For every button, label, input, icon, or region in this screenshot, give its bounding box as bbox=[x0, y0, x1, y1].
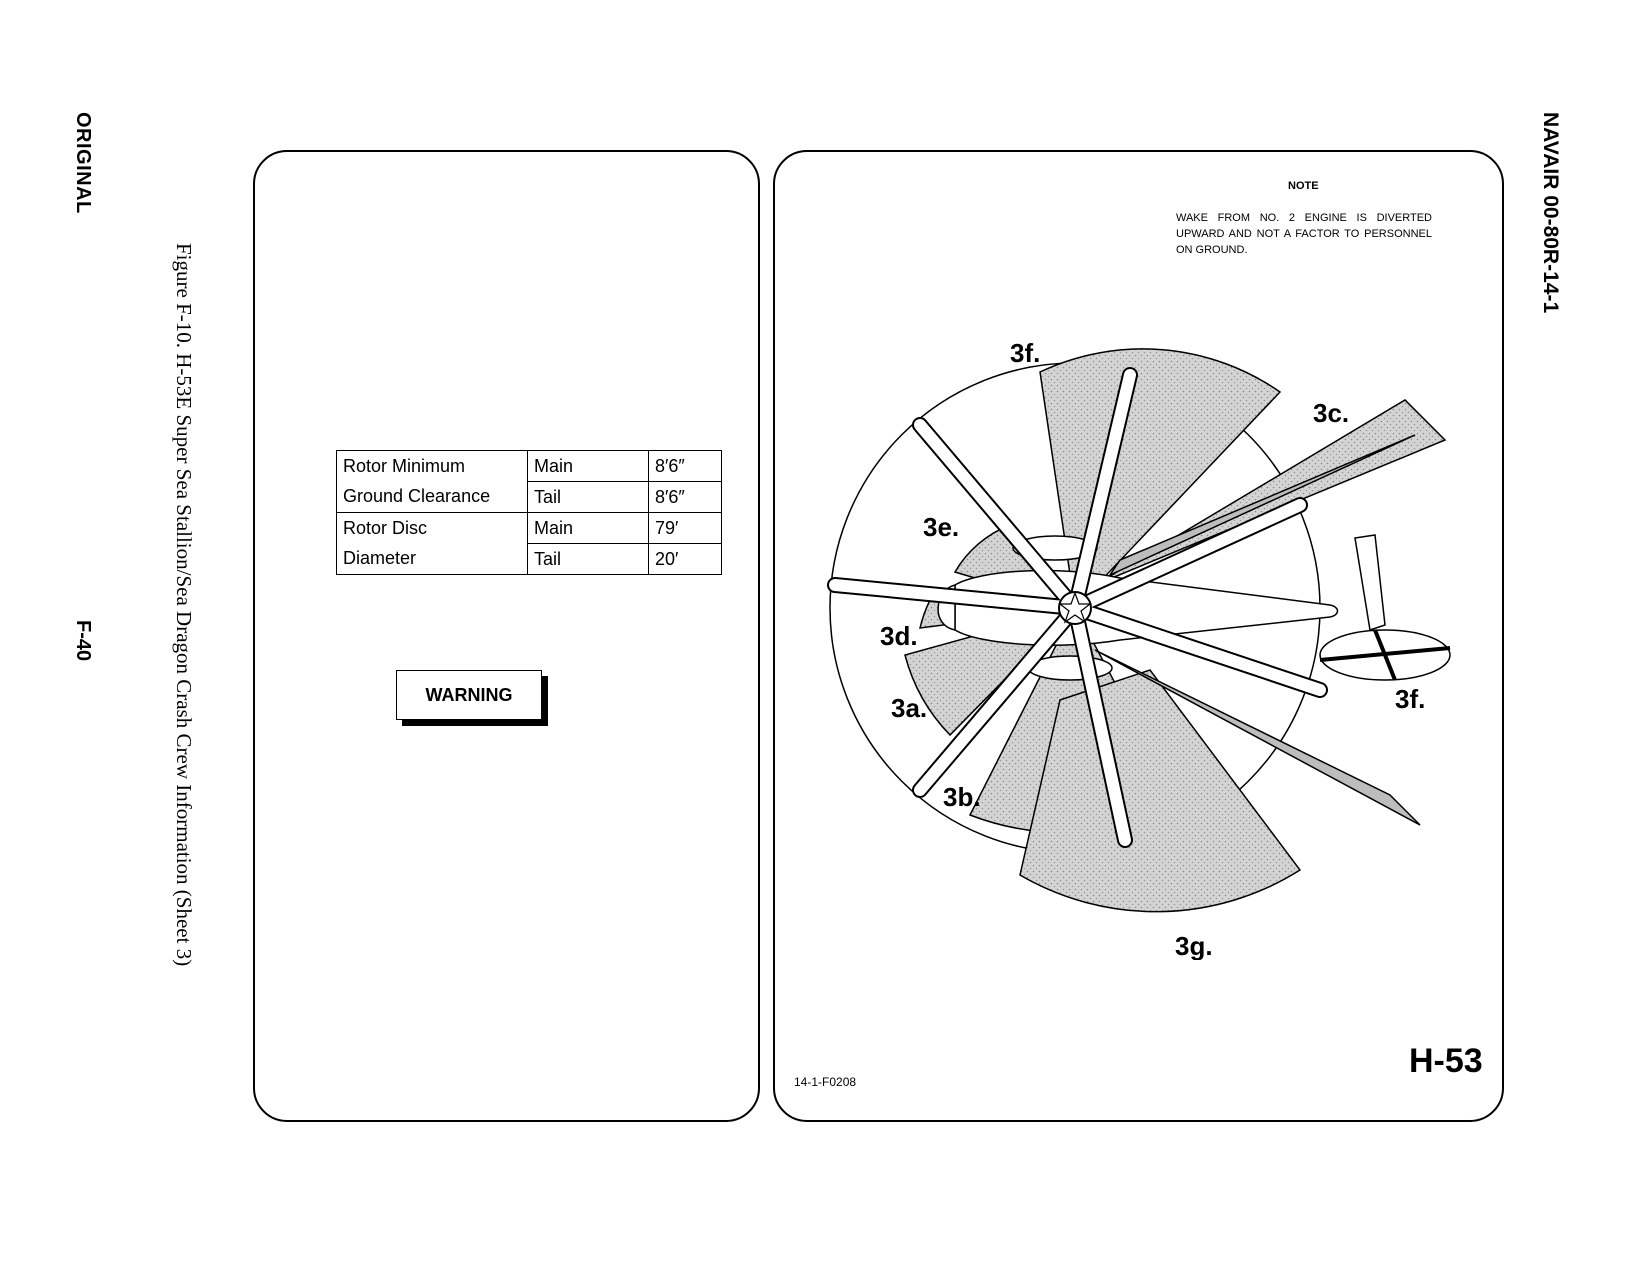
rotor-hub-star bbox=[1058, 591, 1092, 624]
zone-label-3a: 3a. bbox=[891, 693, 927, 723]
warning-box: WARNING bbox=[396, 670, 542, 720]
table-cell-label: Diameter bbox=[336, 543, 528, 575]
warning-label: WARNING bbox=[425, 684, 513, 705]
zone-3f-wedge bbox=[1039, 348, 1282, 610]
table-cell-rotor: Main bbox=[527, 512, 649, 544]
zone-label-3d: 3d. bbox=[880, 621, 918, 651]
tail-fin bbox=[1354, 534, 1386, 631]
zone-3g-outer bbox=[1019, 669, 1302, 913]
table-cell-value: 8′6″ bbox=[648, 450, 722, 482]
table-row: Ground Clearance Tail 8′6″ bbox=[336, 481, 722, 513]
zone-label-3b: 3b. bbox=[943, 782, 981, 812]
helicopter-hazard-diagram: 3f. 3c. 3e. 3d. 3a. 3b. 3f. 3g. bbox=[827, 338, 1451, 960]
rotor-specs-table: Rotor Minimum Main 8′6″ Ground Clearance… bbox=[336, 450, 722, 575]
table-cell-label: Rotor Minimum bbox=[336, 450, 528, 482]
page-number: F-40 bbox=[72, 620, 94, 662]
zone-3c-exhaust-lower bbox=[1107, 434, 1416, 577]
zone-label-3f-top: 3f. bbox=[1010, 338, 1040, 368]
zone-label-3g: 3g. bbox=[1175, 931, 1213, 960]
left-panel bbox=[253, 150, 760, 1122]
zone-label-3f-tail: 3f. bbox=[1395, 684, 1425, 714]
note-text: WAKE FROM NO. 2 ENGINE IS DIVERTED UPWAR… bbox=[1176, 212, 1432, 256]
tail-rotor-blade bbox=[1373, 629, 1397, 681]
table-cell-label: Ground Clearance bbox=[336, 481, 528, 513]
original-label: ORIGINAL bbox=[72, 112, 94, 214]
table-cell-rotor: Main bbox=[527, 450, 649, 482]
table-cell-value: 79′ bbox=[648, 512, 722, 544]
note-title: NOTE bbox=[1288, 180, 1319, 192]
zone-label-3e: 3e. bbox=[923, 512, 959, 542]
aircraft-designation: H-53 bbox=[1409, 1042, 1483, 1080]
table-cell-label: Rotor Disc bbox=[336, 512, 528, 544]
table-cell-value: 20′ bbox=[648, 543, 722, 575]
figure-id: 14-1-F0208 bbox=[794, 1075, 857, 1089]
zone-label-3c: 3c. bbox=[1313, 398, 1349, 428]
figure-caption: Figure F-10. H-53E Super Sea Stallion/Se… bbox=[172, 243, 196, 967]
table-cell-rotor: Tail bbox=[527, 543, 649, 575]
table-row: Rotor Minimum Main 8′6″ bbox=[336, 450, 722, 482]
document-number: NAVAIR 00-80R-14-1 bbox=[1539, 112, 1562, 314]
table-cell-rotor: Tail bbox=[527, 481, 649, 513]
table-row: Diameter Tail 20′ bbox=[336, 543, 722, 575]
hazard-zones bbox=[904, 348, 1447, 913]
zone-exhaust-lower-right bbox=[1094, 649, 1421, 826]
table-row: Rotor Disc Main 79′ bbox=[336, 512, 722, 544]
table-cell-value: 8′6″ bbox=[648, 481, 722, 513]
